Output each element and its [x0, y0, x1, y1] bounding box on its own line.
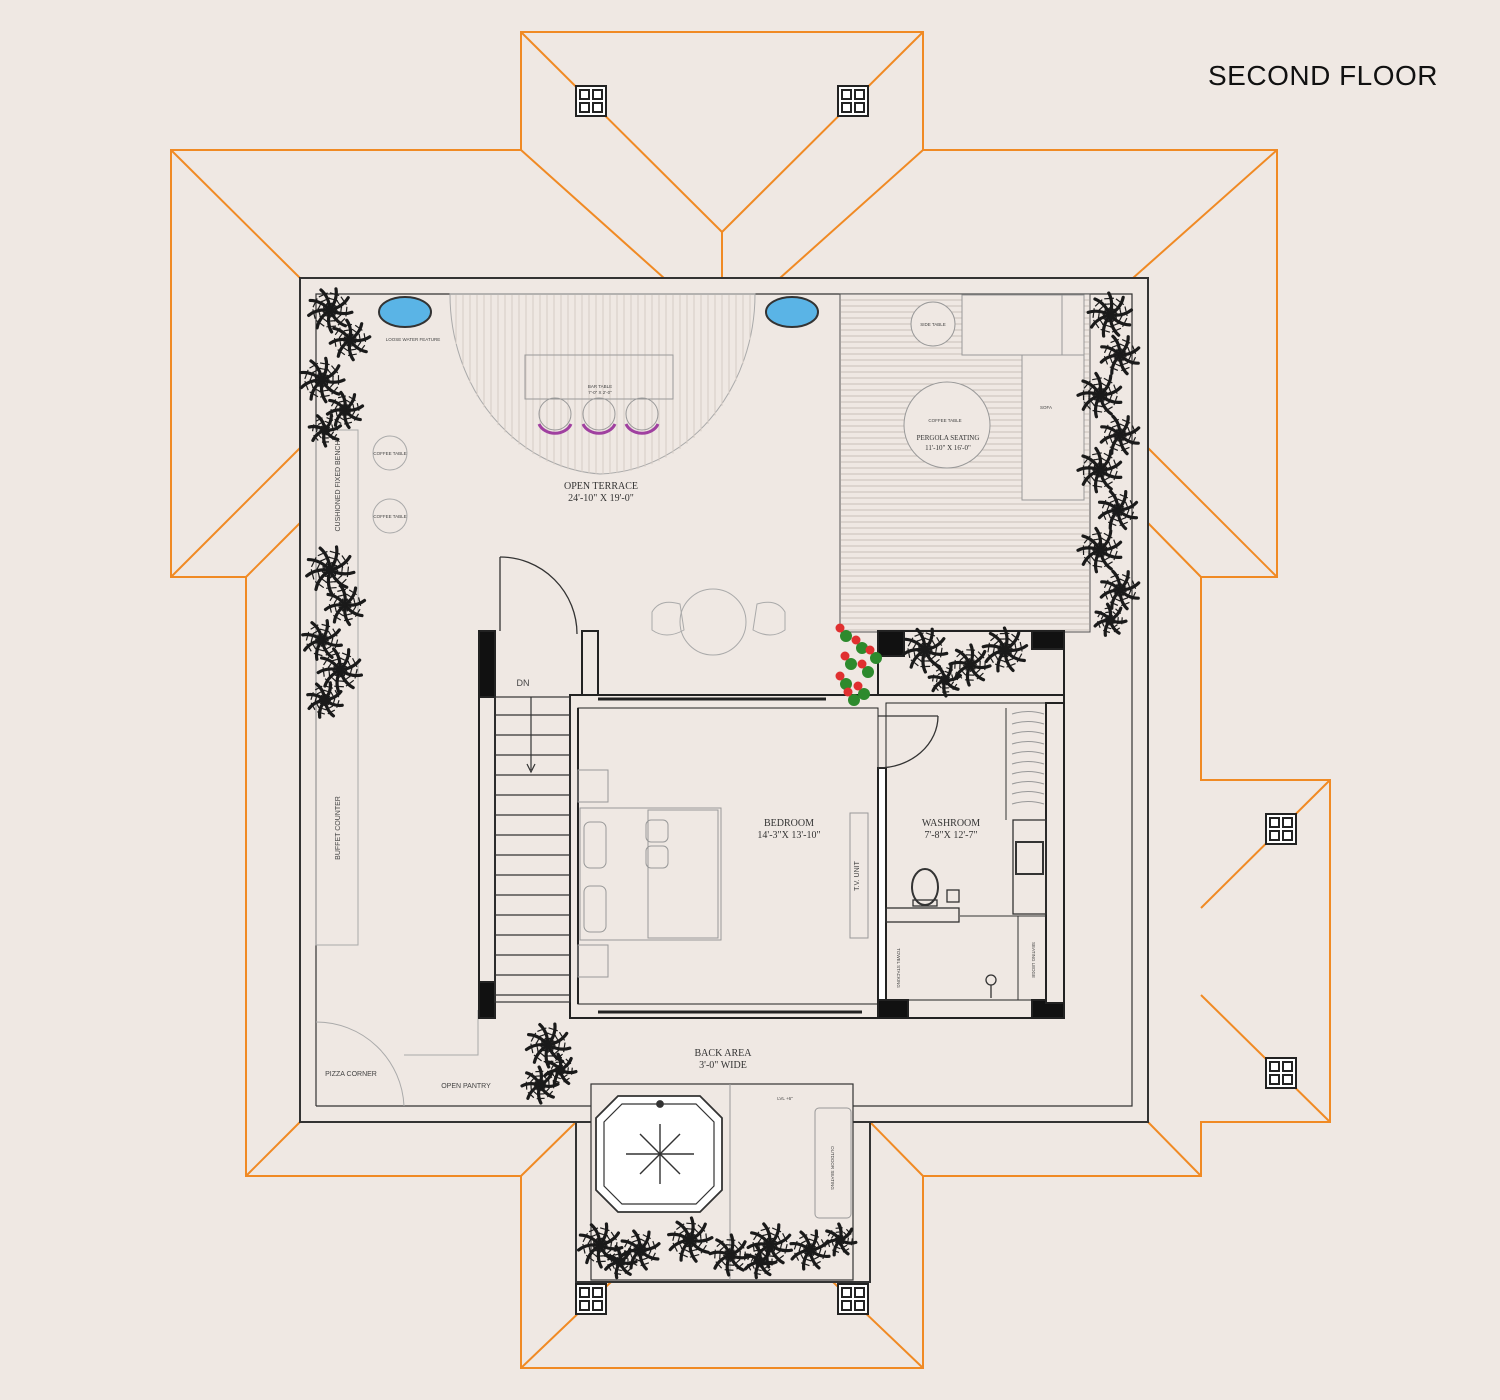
palm-plant-icon: [1099, 414, 1141, 456]
palm-plant-icon: [1076, 446, 1123, 494]
doors: [499, 556, 939, 769]
flower-icon: [865, 645, 882, 664]
open-terrace-size: 24'-10" X 19'-0": [568, 493, 634, 504]
palm-plant-icon: [667, 1216, 714, 1263]
flower-icon: [843, 687, 860, 706]
towel-stacking-label: TOWEL STACKING: [896, 948, 901, 988]
stair-dn-label: DN: [517, 678, 530, 688]
tv-unit-label: T.V. UNIT: [854, 860, 861, 890]
flower-icon: [835, 671, 852, 690]
palm-plant-icon: [307, 287, 354, 334]
labels: OPEN TERRACE 24'-10" X 19'-0" PERGOLA SE…: [325, 322, 1052, 1190]
palm-plant-icon: [301, 619, 343, 661]
washroom-fixtures: [885, 708, 1047, 1000]
side-table-label: SIDE TABLE: [920, 322, 946, 327]
roof-vents: [575, 85, 1297, 1315]
open-pantry-label: OPEN PANTRY: [441, 1083, 491, 1090]
palm-plant-icon: [307, 413, 343, 448]
palm-plant-icon: [328, 318, 372, 362]
bar-table: [524, 354, 674, 435]
outdoor-dining: [651, 588, 786, 656]
water-feature-label: LOOSE WATER FEATURE: [386, 337, 440, 342]
palm-plant-icon: [823, 1222, 858, 1257]
palm-plant-icon: [1099, 569, 1141, 611]
bedroom-size: 14'-3"X 13'-10": [757, 830, 820, 841]
coffee-table-label-1: COFFEE TABLE: [373, 451, 406, 456]
vent-icon: [837, 1283, 869, 1315]
bench-label: CUSHIONED FIXED BENCH: [335, 440, 342, 531]
palm-plant-icon: [1076, 526, 1123, 574]
vent-icon: [1265, 813, 1297, 845]
palm-plant-icon: [306, 681, 344, 719]
palm-plant-icon: [1099, 334, 1141, 376]
palm-plant-icon: [708, 1233, 752, 1277]
water-feature-left: [378, 296, 432, 328]
bedroom-furniture: [577, 769, 869, 978]
palm-plant-icon: [299, 356, 346, 404]
bar-table-size: 7'-0" X 2'-0": [588, 390, 612, 395]
palm-plant-icon: [1086, 291, 1134, 338]
palm-plant-icon: [576, 1222, 624, 1269]
palm-plant-icon: [743, 1244, 778, 1280]
terrace-deck: [449, 293, 756, 475]
bedroom-label: BEDROOM: [764, 818, 814, 829]
water-feature-right: [765, 296, 819, 328]
pergola-label: PERGOLA SEATING: [917, 434, 980, 442]
flower-icon: [840, 651, 857, 670]
palm-plant-icon: [316, 647, 364, 694]
flower-icon: [851, 635, 868, 654]
jacuzzi-deck: [729, 1084, 852, 1280]
palm-plant-icon: [323, 583, 367, 627]
washroom-label: WASHROOM: [922, 818, 980, 829]
palm-plant-icon: [1076, 371, 1123, 419]
palm-plant-icon: [1093, 602, 1128, 637]
palm-plant-icon: [927, 663, 962, 698]
palm-plant-icon: [524, 1022, 572, 1069]
flower-icon: [853, 681, 870, 700]
palm-plant-icon: [543, 1052, 578, 1087]
palm-plant-icon: [305, 545, 356, 596]
back-area-label: BACK AREA: [695, 1048, 753, 1059]
palm-plant-icon: [603, 1244, 638, 1280]
buffet-counter-label: BUFFET COUNTER: [335, 796, 342, 860]
back-area-size: 3'-0" WIDE: [699, 1060, 747, 1071]
level-label: LVL +6": [777, 1096, 793, 1101]
flower-icon: [857, 659, 874, 678]
vent-icon: [837, 85, 869, 117]
staircase: [494, 696, 571, 1003]
flower-planter: [835, 623, 882, 706]
palm-plant-icon: [901, 627, 949, 674]
water-features: [378, 296, 819, 328]
palm-plant-icon: [981, 626, 1029, 673]
coffee-table-label-2: COFFEE TABLE: [373, 514, 406, 519]
vent-icon: [1265, 1057, 1297, 1089]
pergola-size: 11'-10" X 16'-0": [925, 444, 971, 452]
outdoor-seating-label: OUTDOOR SEATING: [830, 1146, 835, 1190]
palm-plant-icon: [1097, 489, 1139, 531]
open-terrace-label: OPEN TERRACE: [564, 481, 638, 492]
washroom-size: 7'-8"X 12'-7": [924, 830, 977, 841]
sofa-label: SOFA: [1040, 405, 1052, 410]
vent-icon: [575, 1283, 607, 1315]
bar-table-label: BAR TABLE: [588, 384, 612, 389]
jacuzzi: [595, 1095, 723, 1213]
vent-icon: [575, 85, 607, 117]
floor-title: SECOND FLOOR: [1208, 60, 1439, 91]
interior-walls: [478, 630, 1065, 1019]
seating-ledge-label: SEATING LEDGE: [1031, 942, 1036, 978]
pizza-corner-label: PIZZA CORNER: [325, 1071, 377, 1078]
coffee-tables-left: [372, 435, 408, 534]
pergola-furniture: [903, 294, 1085, 501]
flower-icon: [835, 623, 852, 642]
palm-plant-icon: [948, 643, 992, 687]
pergola-coffee-table-label: COFFEE TABLE: [928, 418, 961, 423]
palm-plant-icon: [619, 1229, 661, 1271]
plants: [299, 287, 1141, 1280]
